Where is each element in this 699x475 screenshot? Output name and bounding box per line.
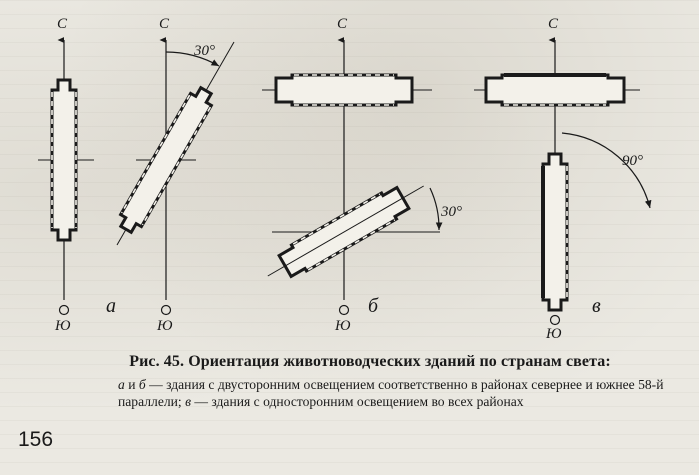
north-label: С xyxy=(548,16,559,32)
building-plan-top xyxy=(484,73,626,107)
building-plan-top xyxy=(274,73,414,107)
building-plan-lower xyxy=(541,152,569,312)
south-label: Ю xyxy=(545,326,562,342)
panel-2: 30° С Ю а xyxy=(106,16,235,334)
page-number: 156 xyxy=(18,428,54,451)
panel-letter: в xyxy=(592,295,601,317)
angle-arc xyxy=(429,187,443,231)
angle-label: 30° xyxy=(193,43,215,59)
caption-part-4: — здания с двусторонним освещением соотв… xyxy=(118,377,664,409)
caption-part-1: а xyxy=(118,377,125,392)
angle-label: 30° xyxy=(440,204,462,220)
figure-caption-title: Рис. 45. Ориентация животноводческих зда… xyxy=(129,353,611,370)
angle-arc xyxy=(165,51,220,67)
building-plan xyxy=(50,78,78,242)
panel-3: 30° С Ю б xyxy=(262,16,462,334)
north-label: С xyxy=(159,16,170,32)
panel-4: 90° С Ю в xyxy=(474,16,652,342)
caption-part-3: б xyxy=(138,377,146,392)
orientation-diagram: С Ю 30° С Ю а xyxy=(38,16,652,342)
north-label: С xyxy=(57,16,68,32)
caption-part-2: и xyxy=(124,377,139,392)
north-label: С xyxy=(337,16,348,32)
caption-part-6: — здания с односторонним освещением во в… xyxy=(191,394,524,409)
panel-letter: а xyxy=(106,295,116,317)
panel-letter: б xyxy=(368,295,379,317)
figure-caption-text: а и б — здания с двусторонним освещением… xyxy=(118,376,678,410)
south-label: Ю xyxy=(334,318,351,334)
caption-part-5: в xyxy=(185,394,191,409)
angle-label: 90° xyxy=(622,153,643,169)
angle-arc xyxy=(561,132,652,209)
building-plan-lower xyxy=(267,185,424,279)
south-label: Ю xyxy=(54,318,71,334)
building-plan xyxy=(118,85,214,235)
panel-1: С Ю xyxy=(38,16,94,334)
south-label: Ю xyxy=(156,318,173,334)
